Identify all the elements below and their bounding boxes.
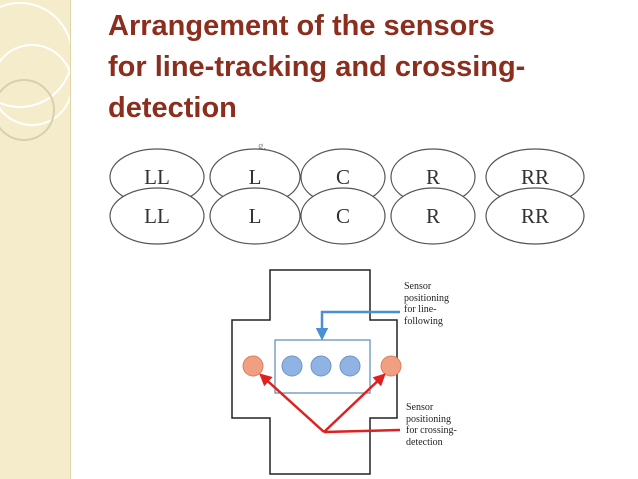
line-following-arrow <box>315 310 400 341</box>
decorative-sidebar <box>0 0 71 479</box>
sensor-oval-l: L <box>209 187 301 245</box>
line-sensor-center <box>310 355 332 377</box>
crossing-note-line-3: for crossing- <box>406 425 457 436</box>
line-note-line-4: following <box>404 315 443 327</box>
sensor-label-r: R <box>426 204 440 228</box>
sensor-oval-ll: LL <box>109 187 205 245</box>
crossing-note-line-1: Sensor <box>406 402 434 413</box>
sensor-oval-c: C <box>300 187 386 245</box>
sensor-label-l: L <box>249 204 262 228</box>
sensor-oval-l: L <box>209 148 301 206</box>
line-note-line-3: for line- <box>404 304 437 315</box>
crossing-detection-note: Sensor positioning for crossing- detecti… <box>406 402 457 448</box>
crossing-arrow-leader <box>323 428 401 434</box>
sensor-oval-ll: LL <box>109 148 205 206</box>
title-line-1: Arrangement of the sensors <box>108 10 495 42</box>
sensor-row-top: LL L C R RR <box>109 148 585 206</box>
decorative-circles <box>0 2 70 141</box>
line-following-note: Sensor positioning for line- following <box>404 281 449 327</box>
sensor-oval-r: R <box>390 148 476 206</box>
sensor-label-ll: LL <box>144 165 170 189</box>
sensor-label-rr: RR <box>521 165 549 189</box>
sensor-row-bottom: LL L C R RR <box>109 187 585 245</box>
stray-text-mark: g, <box>258 140 267 152</box>
sensor-label-l: L <box>249 165 262 189</box>
sensor-label-c: C <box>336 165 350 189</box>
crossing-sensor-right <box>380 355 402 377</box>
slide-title: Arrangement of the sensors for line-trac… <box>108 6 628 129</box>
crossing-sensor-left <box>242 355 264 377</box>
crossing-note-line-2: positioning <box>406 413 452 425</box>
crossing-arrow-to-right-sensor <box>323 373 386 433</box>
line-sensor-left <box>281 355 303 377</box>
line-note-line-1: Sensor <box>404 281 432 292</box>
sensor-label-c: C <box>336 204 350 228</box>
crossing-note-line-4: detection <box>406 436 443 448</box>
sensor-label-rr: RR <box>521 204 549 228</box>
sensor-oval-r: R <box>390 187 476 245</box>
title-line-2: for line-tracking and crossing- <box>108 51 526 83</box>
sensor-label-r: R <box>426 165 440 189</box>
title-line-3: detection <box>108 92 237 124</box>
crossing-arrow-to-left-sensor <box>259 373 325 433</box>
line-note-line-2: positioning <box>404 292 450 304</box>
line-sensor-right <box>339 355 361 377</box>
sensor-oval-rr: RR <box>485 187 585 245</box>
sensor-label-ll: LL <box>144 204 170 228</box>
